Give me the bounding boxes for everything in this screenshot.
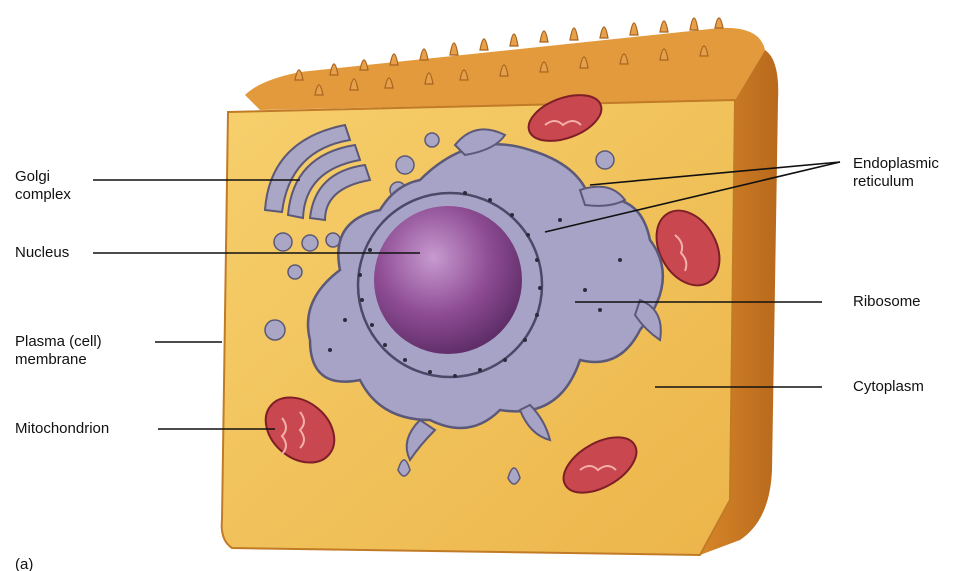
ribosome-label: Ribosome bbox=[853, 293, 921, 311]
plasma-label-line2: membrane bbox=[15, 351, 102, 369]
plasma-membrane-label: Plasma (cell) membrane bbox=[15, 333, 102, 369]
golgi-label: Golgi complex bbox=[15, 168, 71, 204]
er-label-line2: reticulum bbox=[853, 173, 939, 191]
nucleus-label: Nucleus bbox=[15, 244, 69, 262]
er-label-line1: Endoplasmic bbox=[853, 155, 939, 173]
cytoplasm-label: Cytoplasm bbox=[853, 378, 924, 396]
golgi-label-line2: complex bbox=[15, 186, 71, 204]
golgi-label-line1: Golgi bbox=[15, 168, 71, 186]
panel-label: (a) bbox=[15, 556, 33, 571]
er-label: Endoplasmic reticulum bbox=[853, 155, 939, 191]
mitochondrion-label: Mitochondrion bbox=[15, 420, 109, 438]
nucleus-interior bbox=[374, 206, 522, 354]
plasma-label-line1: Plasma (cell) bbox=[15, 333, 102, 351]
